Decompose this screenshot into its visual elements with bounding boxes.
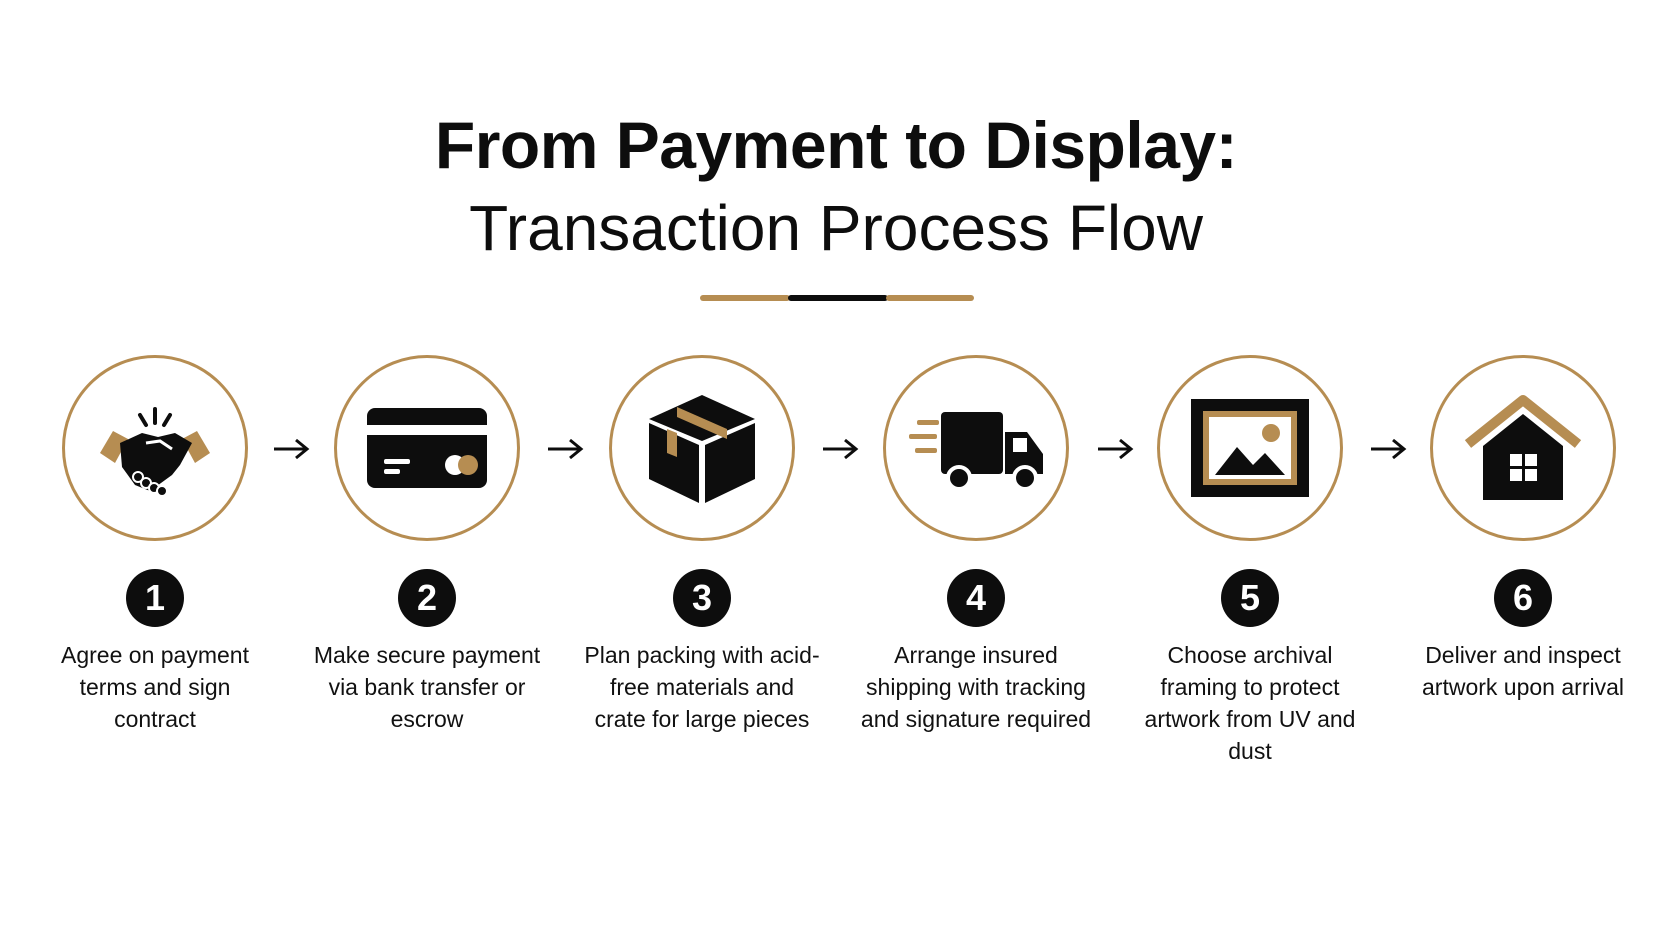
step-description: Make secure payment via bank transfer or… [313, 642, 541, 732]
process-step-3: 3 Plan packing with acid-free materials … [582, 355, 822, 735]
framed-picture-icon [1191, 399, 1309, 497]
credit-card-icon [367, 408, 487, 488]
arrow-right-icon [548, 438, 584, 460]
step-description: Plan packing with acid-free materials an… [584, 642, 820, 732]
package-box-icon [649, 395, 755, 503]
step-icon-circle [883, 355, 1069, 541]
step-description: Deliver and inspect artwork upon arrival [1422, 642, 1624, 700]
step-number-badge: 1 [126, 569, 184, 627]
step-number-badge: 6 [1494, 569, 1552, 627]
arrow-right-icon [1371, 438, 1407, 460]
handshake-icon [100, 407, 210, 497]
process-step-5: 5 Choose archival framing to protect art… [1130, 355, 1370, 767]
step-icon-circle [62, 355, 248, 541]
step-description: Agree on payment terms and sign contract [61, 642, 249, 732]
step-icon-circle [1430, 355, 1616, 541]
divider-right [886, 295, 974, 301]
step-description: Choose archival framing to protect artwo… [1144, 642, 1356, 764]
divider-center [788, 295, 888, 301]
house-icon [1464, 395, 1582, 500]
process-step-4: 4 Arrange insured shipping with tracking… [856, 355, 1096, 735]
page-title: From Payment to Display: [434, 108, 1238, 182]
step-number-badge: 5 [1221, 569, 1279, 627]
step-icon-circle [1157, 355, 1343, 541]
delivery-truck-icon [909, 412, 1043, 491]
step-number-badge: 3 [673, 569, 731, 627]
process-step-2: 2 Make secure payment via bank transfer … [307, 355, 547, 735]
process-step-6: 6 Deliver and inspect artwork upon arriv… [1403, 355, 1643, 703]
arrow-right-icon [823, 438, 859, 460]
step-number-badge: 2 [398, 569, 456, 627]
process-step-1: 1 Agree on payment terms and sign contra… [35, 355, 275, 735]
step-icon-circle [334, 355, 520, 541]
step-description: Arrange insured shipping with tracking a… [860, 642, 1092, 732]
arrow-right-icon [1098, 438, 1134, 460]
divider-left [700, 295, 790, 301]
step-icon-circle [609, 355, 795, 541]
step-number-badge: 4 [947, 569, 1005, 627]
arrow-right-icon [274, 438, 310, 460]
page-subtitle: Transaction Process Flow [469, 192, 1203, 264]
